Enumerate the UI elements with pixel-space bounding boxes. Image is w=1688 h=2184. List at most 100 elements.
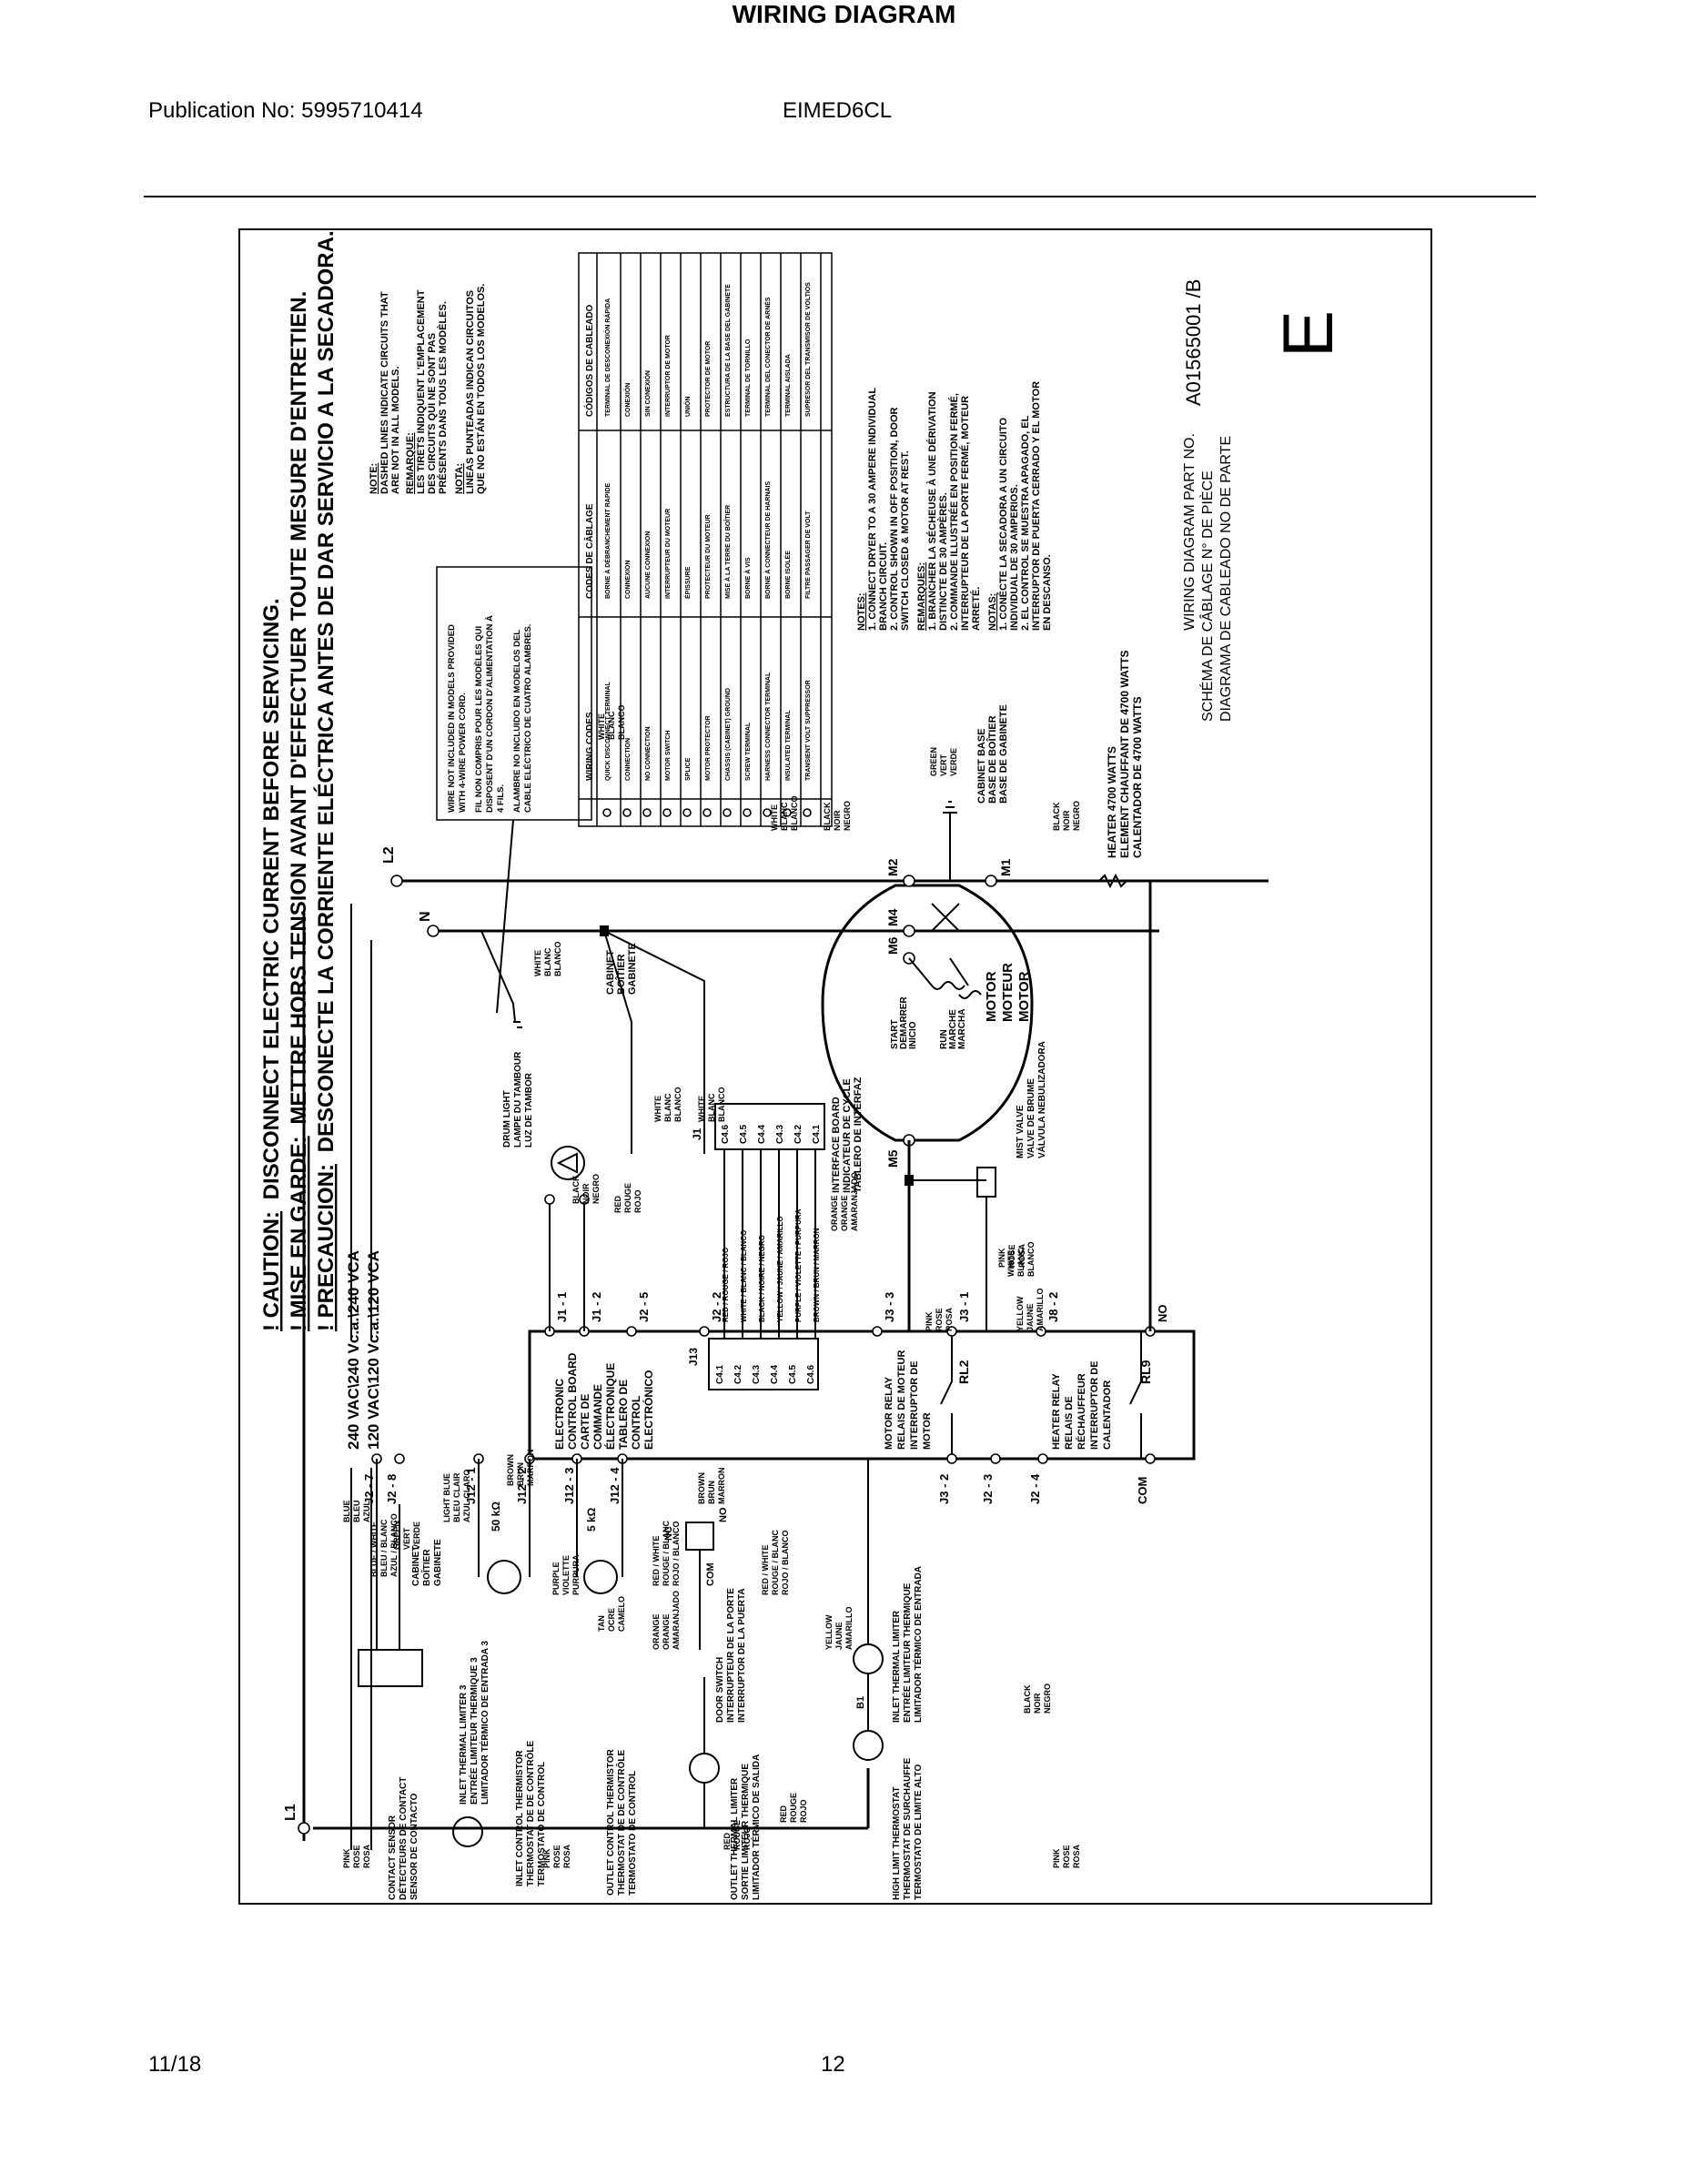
note-line-1: DASHED LINES INDICATE CIRCUITS THAT <box>379 291 390 494</box>
svg-text:ENTRÉE LIMITEUR THERMIQUE: ENTRÉE LIMITEUR THERMIQUE <box>901 1582 913 1723</box>
drum-light-label-3: LUZ DE TAMBOR <box>524 1072 534 1148</box>
heater-element-icon <box>1098 873 1127 889</box>
j13-pin: C4.2 <box>733 1364 743 1384</box>
wire-color-label: BLANCO <box>617 705 626 741</box>
motor-switch-icon <box>931 903 960 932</box>
svg-text:CARTE DE: CARTE DE <box>579 1394 591 1450</box>
remarques-line-3: 2. COMMANDE ILLUSTRÉE EN POSITION FERMÉ, <box>948 393 960 631</box>
wire-color-label: ROSA <box>1017 1243 1026 1268</box>
cabinet-ground-left: CABINET BOÎTIER GABINETE <box>411 1539 443 1586</box>
part-label-en: WIRING DIAGRAM PART NO. <box>1182 433 1198 631</box>
remarques-label: REMARQUES: <box>916 562 927 631</box>
caution-block: ! CAUTION: DISCONNECT ELECTRIC CURRENT B… <box>259 230 339 1331</box>
n-terminal <box>427 925 440 937</box>
no-label-door: NO <box>718 1507 729 1522</box>
svg-text:INDICATEUR DE CYCLE: INDICATEUR DE CYCLE <box>842 1078 853 1193</box>
wire-color-label: BLEU <box>352 1501 361 1523</box>
part-label-fr: SCHÉMA DE CÂBLAGE N° DE PIÈCE <box>1198 470 1216 722</box>
heater-label-2: ELEMENT CHAUFFANT DE 4700 WATTS <box>1118 651 1131 858</box>
svg-text:THERMOSTAT DE DE CONTRÔLE: THERMOSTAT DE DE CONTRÔLE <box>524 1740 536 1886</box>
notas-line-4: INTERRUPTOR DE PUERTA CERRADO Y EL MOTOR <box>1031 381 1042 631</box>
wire-color-label: CAMELO <box>617 1596 626 1632</box>
drum-light-wires <box>549 1204 585 1331</box>
ribbon-wire-label: PURPLE / VIOLETTE / PURPURA <box>794 1208 803 1322</box>
codes-row-symbol <box>702 808 712 817</box>
wire-color-label: LIGHT BLUE <box>442 1473 451 1522</box>
codes-row-fr: BORNE À CONNECTEUR DE HARNAIS <box>763 481 772 599</box>
m5-label: M5 <box>885 1149 900 1168</box>
svg-text:MOTOR RELAY: MOTOR RELAY <box>884 1376 895 1450</box>
wire-color-label: YELLOW <box>824 1614 834 1650</box>
board-terminal-top-label: J3 - 1 <box>957 1292 971 1322</box>
run-label-2: MARCHE <box>948 1009 958 1049</box>
board-terminal-bottom-label: J2 - 4 <box>1028 1473 1042 1504</box>
com-label-door: COM <box>705 1562 716 1586</box>
wire-color-label: NOIR <box>1033 1693 1042 1714</box>
wire-note-leader <box>496 819 514 1014</box>
wire-color-label: BLACK <box>1023 1684 1032 1714</box>
ribbon-wire-label: WHITE / BLANC / BLANCO <box>740 1230 748 1322</box>
b1-label: B1 <box>855 1696 866 1709</box>
codes-row-en: SPLICE <box>685 757 692 781</box>
codes-row-symbol <box>682 808 692 817</box>
codes-row-es: SIN CONEXIÓN <box>643 370 652 417</box>
notes-label: NOTES: <box>856 592 867 631</box>
wire-color-label: ROSA <box>1072 1844 1081 1868</box>
high-limit-icon <box>853 1730 884 1761</box>
codes-row-symbol <box>743 808 752 817</box>
neutral-to-cabinet <box>603 930 632 1154</box>
svg-text:! MISE EN GARDE: METTRE: ! MISE EN GARDE: METTRE HORS TENSION AVA… <box>287 291 311 1331</box>
wire-color-label: ROSA <box>945 1307 954 1331</box>
codes-row-es: PROTECTOR DE MOTOR <box>705 341 712 417</box>
caution-en-text: DISCONNECT ELECTRIC CURRENT BEFORE SERVI… <box>259 598 284 1199</box>
svg-text:THERMOSTAT DE DE CONTRÔLE: THERMOSTAT DE DE CONTRÔLE <box>615 1749 627 1896</box>
board-terminal-top <box>872 1326 883 1337</box>
wire-note-line-7: CABLE ELÉCTRICO DE CUATRO ALAMBRES. <box>523 624 533 813</box>
codes-row-en: TRANSIENT VOLT SUPPRESSOR <box>805 680 812 781</box>
m4-label: M4 <box>885 908 900 926</box>
codes-row-fr: AUCUNE CONNEXION <box>645 531 652 599</box>
nota-line-2: QUE NO ESTÁN EN TODOS LOS MODELOS. <box>475 284 487 494</box>
mist-valve-coil-icon <box>976 1167 996 1198</box>
codes-row-es: INTERRUPTOR DE MOTOR <box>665 335 672 417</box>
wire-color-label: OCRE <box>607 1608 616 1632</box>
wire-color-label: ROSE <box>1007 1244 1016 1268</box>
wire-color-label: AZUL CLARO <box>462 1470 471 1522</box>
notas-label: NOTAS: <box>987 593 998 631</box>
wire-color-label: PINK <box>1052 1848 1061 1868</box>
wire-color-label: BLACK <box>1052 802 1061 831</box>
wire-color-label: ORANGE <box>652 1613 661 1650</box>
wire-note-line-3: FIL NON COMPRIS POUR LES MODÈLES QUI <box>474 626 484 813</box>
ribbon-wire-label: YELLOW / JAUNE / AMARILLO <box>776 1216 784 1322</box>
contact-sensor: CONTACT SENSOR DÉTECTEURS DE CONTACT SEN… <box>358 1459 423 1900</box>
caution-es-label: ! PRECAUCION: <box>314 1164 339 1331</box>
notes-line-3: 2. CONTROL SHOWN IN OFF POSITION, DOOR <box>889 407 900 631</box>
codes-row-es: TERMINAL DEL CONECTOR DE ARNÉS <box>763 297 772 417</box>
neutral-ground-wire <box>480 930 516 1023</box>
board-terminal-bottom-label: J12 - 1 <box>464 1468 478 1504</box>
svg-text:RÉCHAUFFEUR: RÉCHAUFFEUR <box>1076 1373 1087 1450</box>
remarques-line-4: INTERRUPTEUR DE LA PORTE FERMÉ, MOTEUR <box>959 396 971 631</box>
wire-color-label: WHITE <box>1006 1250 1016 1277</box>
wire-color-label: PINK <box>542 1848 551 1868</box>
wire-color-label: NEGRO <box>1072 801 1081 831</box>
j13-pin: C4.1 <box>715 1364 725 1384</box>
inlet-thermistor-icon <box>487 1560 521 1594</box>
ribbon-wire-label: BLACK / NOIRE / NEGRO <box>758 1235 766 1322</box>
part-number-block: WIRING DIAGRAM PART NO. SCHÉMA DE CÂBLAG… <box>1182 279 1348 722</box>
motor-label-1: MOTOR <box>984 971 999 1022</box>
caution-fr-label: ! MISE EN GARDE: <box>287 1136 311 1331</box>
svg-text:TERMOSTATO DE LIMITE ALTO: TERMOSTATO DE LIMITE ALTO <box>914 1764 924 1900</box>
svg-text:BOÎTIER: BOÎTIER <box>615 954 627 995</box>
outlet-thermistor-icon <box>583 1560 618 1594</box>
interface-board-connector <box>714 1103 825 1150</box>
codes-row-symbol <box>763 808 772 817</box>
wire-color-label: BLANCO <box>553 942 562 977</box>
wire-color-label: NOIR <box>581 1183 591 1204</box>
interface-pin: C4.6 <box>721 1124 731 1144</box>
codes-row-es: UNIÓN <box>683 396 692 417</box>
svg-text:MOTOR: MOTOR <box>922 1412 933 1450</box>
motor-outline <box>821 884 1034 1142</box>
